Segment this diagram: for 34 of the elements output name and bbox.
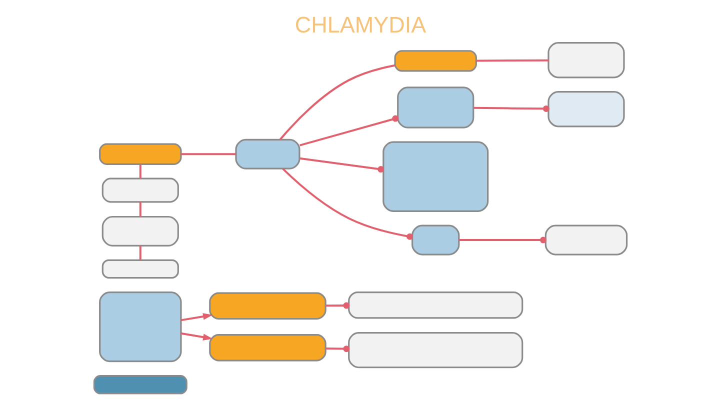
node-box	[98, 291, 182, 362]
node-box	[348, 291, 523, 319]
node-box	[544, 224, 628, 256]
node-box	[382, 141, 488, 212]
connector	[473, 105, 549, 112]
connector	[325, 302, 350, 309]
arrow	[180, 332, 212, 340]
connector	[180, 153, 236, 156]
node-box	[208, 292, 326, 320]
node-box	[547, 42, 624, 78]
arrow	[180, 313, 212, 322]
node-box	[396, 86, 474, 128]
node-box	[101, 216, 178, 246]
node-box	[92, 375, 187, 394]
connector	[138, 164, 141, 178]
node-box	[98, 143, 182, 165]
connector	[278, 64, 395, 140]
node-box	[348, 332, 523, 368]
connector	[138, 246, 141, 260]
connector	[299, 157, 384, 173]
connector	[325, 346, 350, 352]
node-box	[411, 224, 460, 256]
node-box	[101, 259, 178, 279]
node-box	[101, 178, 178, 203]
diagram-title: CHLAMYDIA	[294, 12, 426, 38]
node-box	[547, 91, 624, 128]
connector	[282, 168, 413, 240]
connector	[476, 59, 548, 62]
node-box	[234, 138, 300, 170]
node-box	[394, 50, 476, 72]
connector	[138, 202, 141, 216]
connector	[458, 236, 546, 244]
node-box	[208, 334, 326, 362]
connector	[299, 115, 398, 146]
